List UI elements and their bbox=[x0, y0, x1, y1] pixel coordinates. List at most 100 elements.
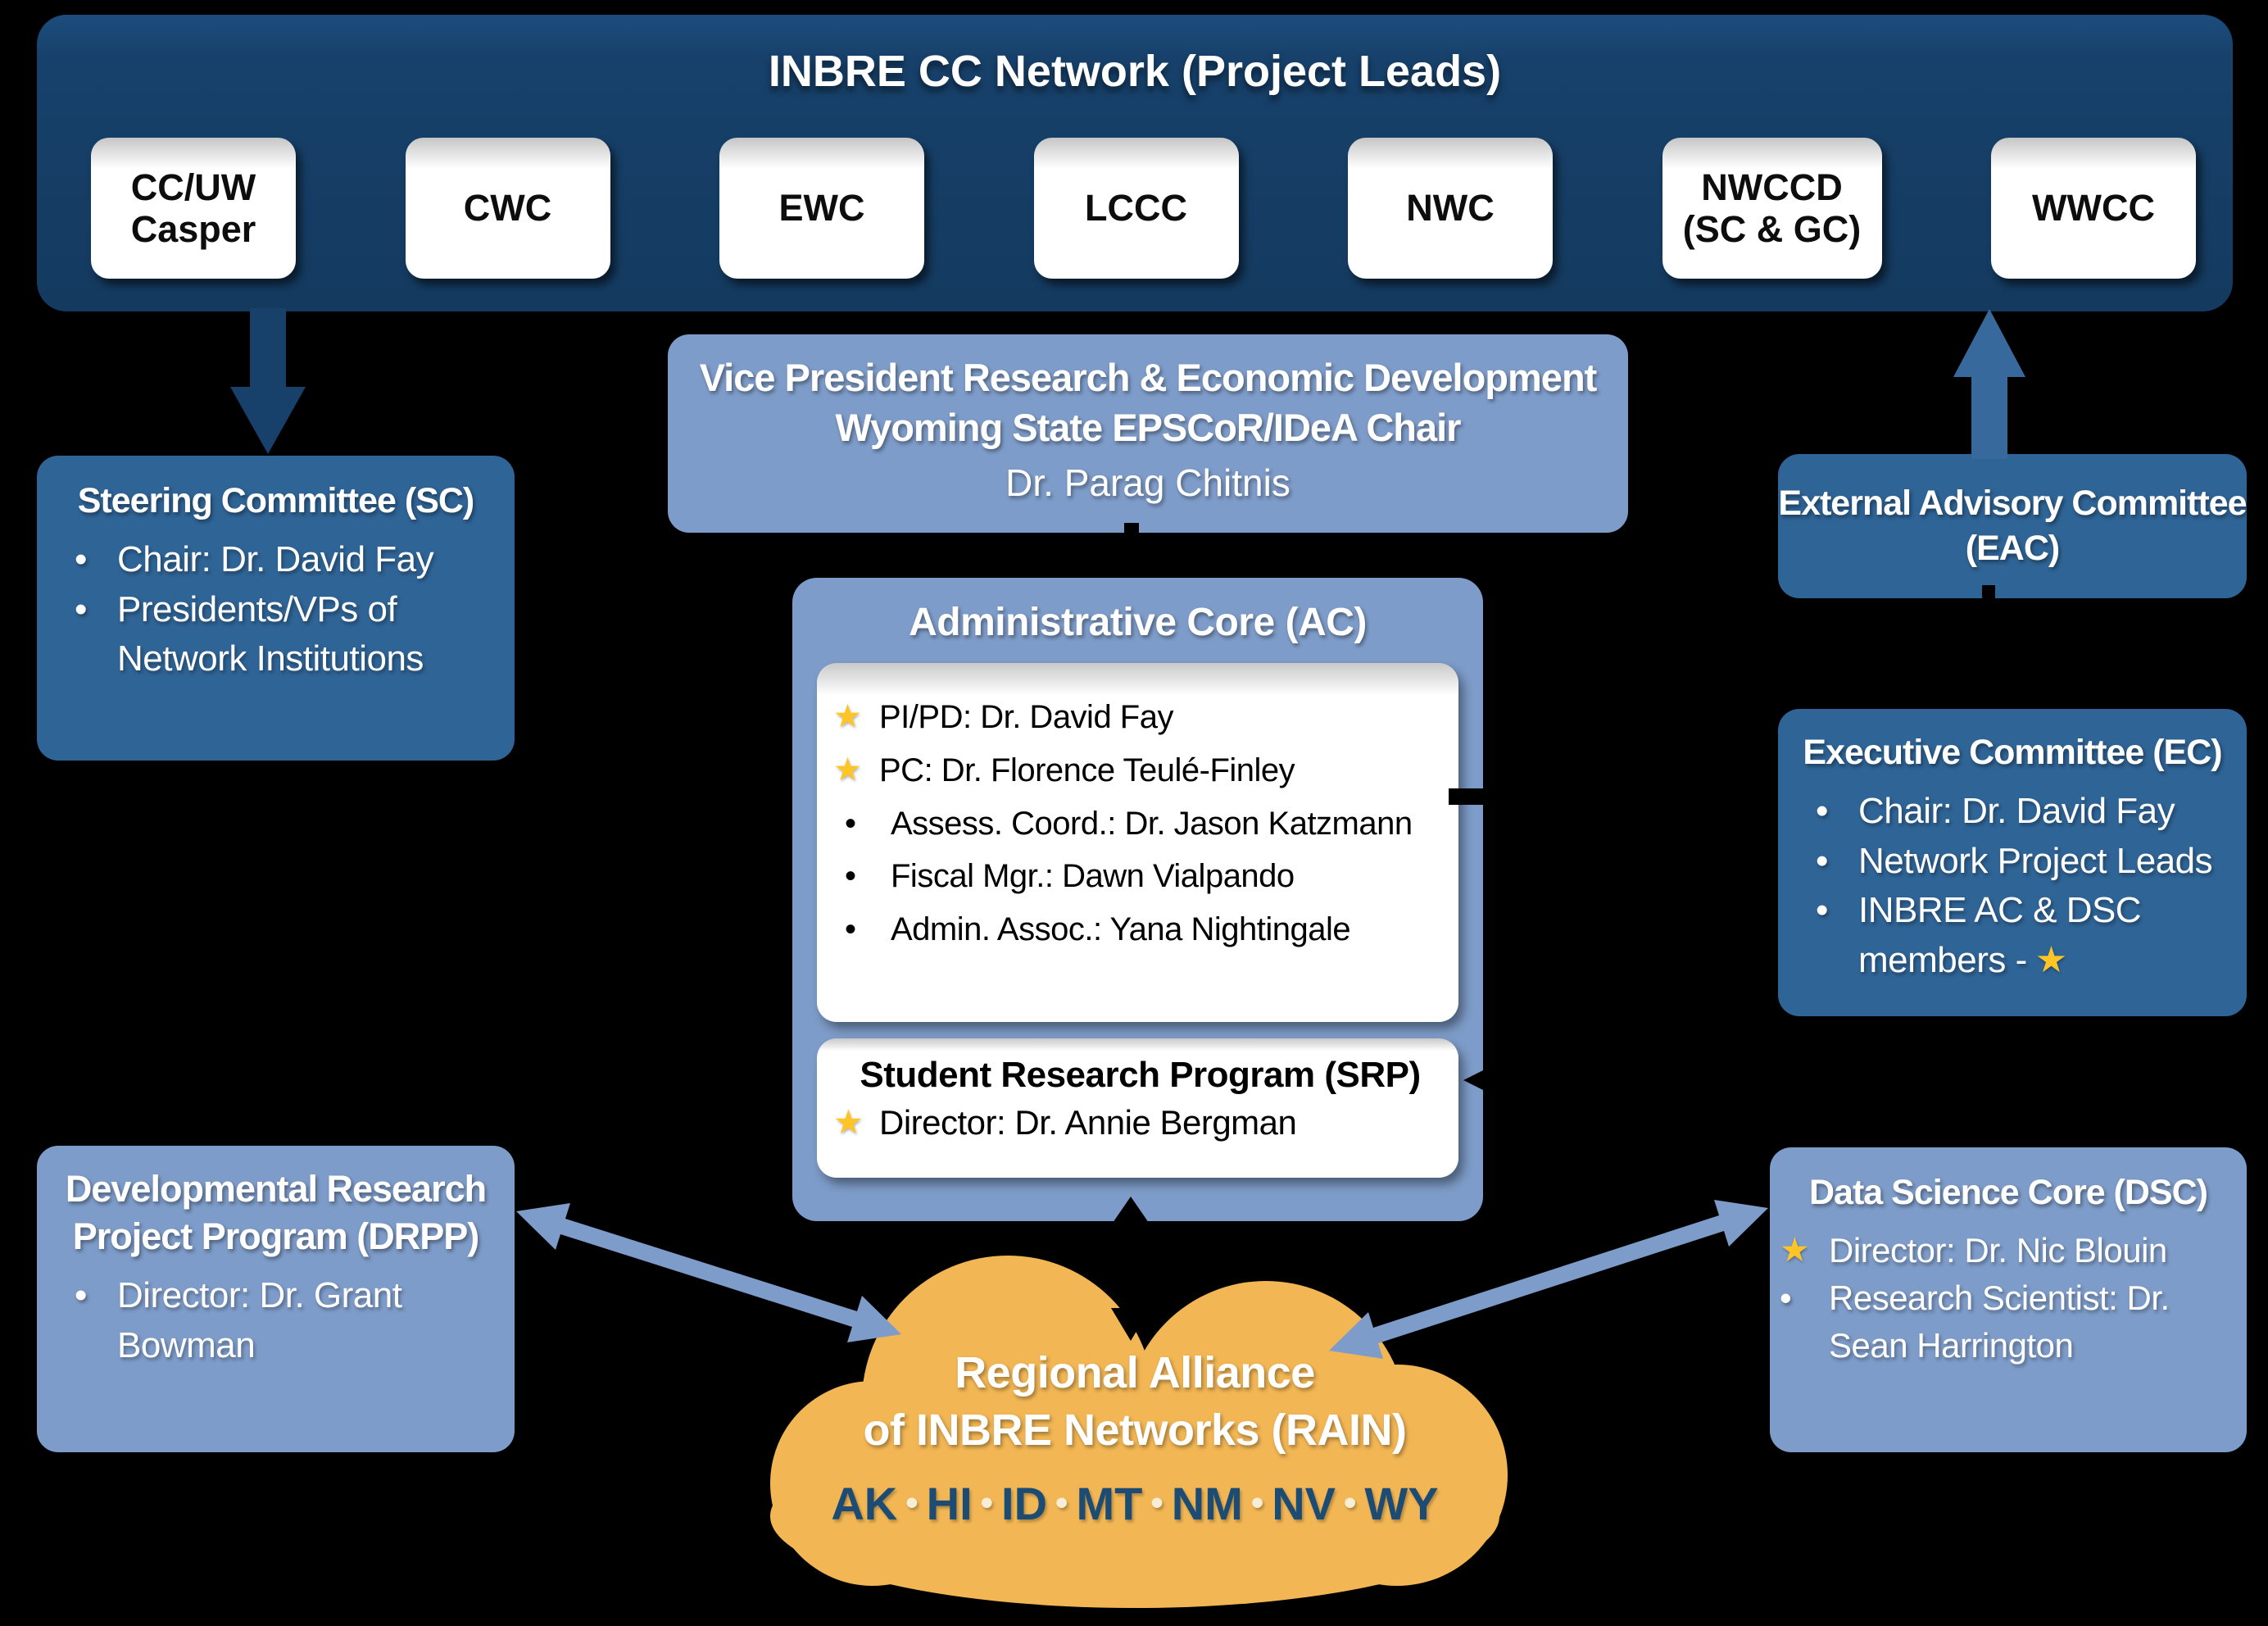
list-item-text: Fiscal Mgr.: Dawn Vialpando bbox=[891, 858, 1295, 895]
list-item: ★ Director: Dr. Annie Bergman bbox=[833, 1099, 1447, 1147]
rain-states: AK•HI•ID•MT•NM•NV•WY bbox=[782, 1477, 1487, 1530]
list-item: •Presidents/VPs of Network Institutions bbox=[75, 585, 501, 684]
institution-box: CC/UW Casper bbox=[91, 138, 296, 279]
drpp-title: Developmental Research Project Program (… bbox=[65, 1168, 487, 1257]
list-item-text: Director: Dr. Grant Bowman bbox=[117, 1275, 402, 1365]
list-item: ★ PC: Dr. Florence Teulé-Finley bbox=[833, 744, 1447, 797]
executive-committee-box: Executive Committee (EC) • Chair: Dr. Dav… bbox=[1778, 709, 2247, 1016]
bullet-icon: • bbox=[75, 1275, 87, 1316]
external-advisory-box: External Advisory Committee (EAC) bbox=[1778, 454, 2248, 598]
institution-label: WWCC bbox=[2032, 187, 2155, 229]
institution-label: LCCC bbox=[1085, 187, 1187, 229]
bullet-icon: • bbox=[75, 588, 87, 629]
list-item-text: PI/PD: Dr. David Fay bbox=[879, 699, 1173, 735]
list-item: • Chair: Dr. David Fay bbox=[1816, 787, 2234, 837]
star-icon: ★ bbox=[833, 699, 862, 734]
drpp-box: Developmental Research Project Program (… bbox=[37, 1146, 515, 1452]
list-item: •Network Project Leads bbox=[1816, 837, 2234, 887]
list-item: ★ Director: Dr. Nic Blouin bbox=[1780, 1227, 2234, 1274]
list-item-text: Director: Dr. Nic Blouin bbox=[1829, 1231, 2167, 1270]
steering-committee-title: Steering Committee (SC) bbox=[77, 481, 475, 520]
drpp-rain-double-arrow bbox=[516, 1203, 901, 1342]
list-item: • Chair: Dr. David Fay bbox=[75, 535, 501, 585]
network-banner: INBRE CC Network (Project Leads) CC/UW C… bbox=[37, 15, 2233, 311]
admin-core-roster: ★ PI/PD: Dr. David Fay ★ PC: Dr. Florence T… bbox=[833, 691, 1447, 956]
institution-box: WWCC bbox=[1991, 138, 2196, 279]
banner-to-sc-arrow bbox=[230, 308, 306, 454]
dsc-rain-double-arrow bbox=[1329, 1200, 1768, 1359]
institution-label: NWCCD (SC & GC) bbox=[1682, 166, 1862, 250]
institution-box: EWC bbox=[719, 138, 924, 279]
star-icon: ★ bbox=[2034, 940, 2067, 981]
state-separator-dot: • bbox=[905, 1483, 919, 1524]
external-advisory-title: External Advisory Committee (EAC) bbox=[1778, 483, 2247, 568]
executive-committee-title: Executive Committee (EC) bbox=[1803, 733, 2222, 772]
list-item: ★ PI/PD: Dr. David Fay bbox=[833, 691, 1447, 744]
list-item: • Director: Dr. Grant Bowman bbox=[75, 1271, 501, 1370]
rain-line2: of INBRE Networks (RAIN) bbox=[863, 1406, 1407, 1456]
state-separator-dot: • bbox=[980, 1483, 994, 1524]
list-item: • Assess. Coord.: Dr. Jason Katzmann bbox=[833, 797, 1447, 851]
bullet-icon: • bbox=[845, 911, 856, 948]
vp-title-line2: Wyoming State EPSCoR/IDeA Chair bbox=[835, 406, 1462, 450]
state-separator-dot: • bbox=[1250, 1483, 1264, 1524]
state-code: NM bbox=[1171, 1478, 1243, 1530]
banner-title: INBRE CC Network (Project Leads) bbox=[768, 47, 1502, 96]
institution-box: NWCCD (SC & GC) bbox=[1662, 138, 1882, 279]
bullet-icon: • bbox=[1816, 791, 1828, 832]
list-item-text: PC: Dr. Florence Teulé-Finley bbox=[879, 752, 1295, 788]
steering-committee-list: • Chair: Dr. David Fay •Presidents/VPs of … bbox=[37, 524, 515, 684]
data-science-core-box: Data Science Core (DSC) ★ Director: Dr. N… bbox=[1770, 1147, 2247, 1452]
data-science-core-list: ★ Director: Dr. Nic Blouin •Research Scien… bbox=[1770, 1215, 2247, 1369]
drpp-list: • Director: Dr. Grant Bowman bbox=[37, 1260, 515, 1370]
state-code: ID bbox=[1001, 1478, 1048, 1530]
state-separator-dot: • bbox=[1150, 1483, 1163, 1524]
steering-committee-box: Steering Committee (SC) • Chair: Dr. Davi… bbox=[37, 456, 515, 761]
institution-label: CC/UW Casper bbox=[130, 166, 256, 250]
list-item: • INBRE AC & DSC members -★ bbox=[1816, 886, 2234, 985]
list-item-text: Chair: Dr. David Fay bbox=[1858, 791, 2175, 832]
star-icon: ★ bbox=[833, 752, 862, 788]
star-icon: ★ bbox=[833, 1103, 864, 1141]
institution-box: LCCC bbox=[1033, 138, 1239, 279]
state-code: HI bbox=[926, 1478, 973, 1530]
bullet-icon: • bbox=[845, 858, 856, 895]
bullet-icon: • bbox=[75, 539, 87, 580]
executive-committee-list: •Chair: Dr. David Fay•Network Project Le… bbox=[1778, 775, 2247, 986]
bullet-icon: • bbox=[1816, 890, 1828, 931]
list-item: • Fiscal Mgr.: Dawn Vialpando bbox=[833, 850, 1447, 903]
vp-title-line1: Vice President Research & Economic Devel… bbox=[699, 356, 1598, 399]
institution-label: NWC bbox=[1406, 187, 1495, 229]
list-item-text: INBRE AC & DSC members -★ bbox=[1858, 890, 2142, 981]
institution-box: NWC bbox=[1348, 138, 1553, 279]
institution-row: CC/UW Casper CWC EWC LCCC NWC NWCCD (SC & GC)… bbox=[91, 138, 2196, 279]
state-code: MT bbox=[1076, 1478, 1143, 1530]
student-research-program-card: Student Research Program (SRP) ★ Director… bbox=[817, 1038, 1458, 1178]
rain-line1: Regional Alliance bbox=[955, 1348, 1315, 1397]
list-item-text: Director: Dr. Annie Bergman bbox=[879, 1103, 1297, 1142]
administrative-core-title: Administrative Core (AC) bbox=[909, 601, 1367, 644]
eac-to-banner-arrow bbox=[1953, 309, 2025, 459]
bullet-icon: • bbox=[845, 805, 856, 842]
institution-label: EWC bbox=[778, 187, 865, 229]
state-code: NV bbox=[1272, 1478, 1336, 1530]
admin-core-roster-card: ★ PI/PD: Dr. David Fay ★ PC: Dr. Florence T… bbox=[817, 663, 1458, 1022]
list-item: • Admin. Assoc.: Yana Nightingale bbox=[833, 903, 1447, 956]
list-item-text: Admin. Assoc.: Yana Nightingale bbox=[891, 911, 1351, 948]
rain-cloud-label: Regional Alliance of INBRE Networks (RAI… bbox=[782, 1344, 1487, 1530]
srp-list: ★ Director: Dr. Annie Bergman bbox=[833, 1096, 1447, 1147]
list-item-text: Network Project Leads bbox=[1858, 840, 2213, 881]
vp-research-box: Vice President Research & Economic Devel… bbox=[668, 334, 1628, 533]
list-item: •Research Scientist: Dr. Sean Harrington bbox=[1780, 1274, 2234, 1369]
administrative-core-box: Administrative Core (AC) ★ PI/PD: Dr. Dav… bbox=[792, 578, 1483, 1221]
list-item-text: Assess. Coord.: Dr. Jason Katzmann bbox=[891, 805, 1413, 842]
srp-title: Student Research Program (SRP) bbox=[860, 1055, 1421, 1095]
state-separator-dot: • bbox=[1344, 1483, 1357, 1524]
state-code: AK bbox=[831, 1478, 898, 1530]
bullet-icon: • bbox=[1780, 1278, 1792, 1317]
data-science-core-title: Data Science Core (DSC) bbox=[1809, 1173, 2208, 1212]
list-item-text: Chair: Dr. David Fay bbox=[117, 539, 434, 580]
star-icon: ★ bbox=[1780, 1231, 1810, 1269]
institution-label: CWC bbox=[463, 187, 552, 229]
